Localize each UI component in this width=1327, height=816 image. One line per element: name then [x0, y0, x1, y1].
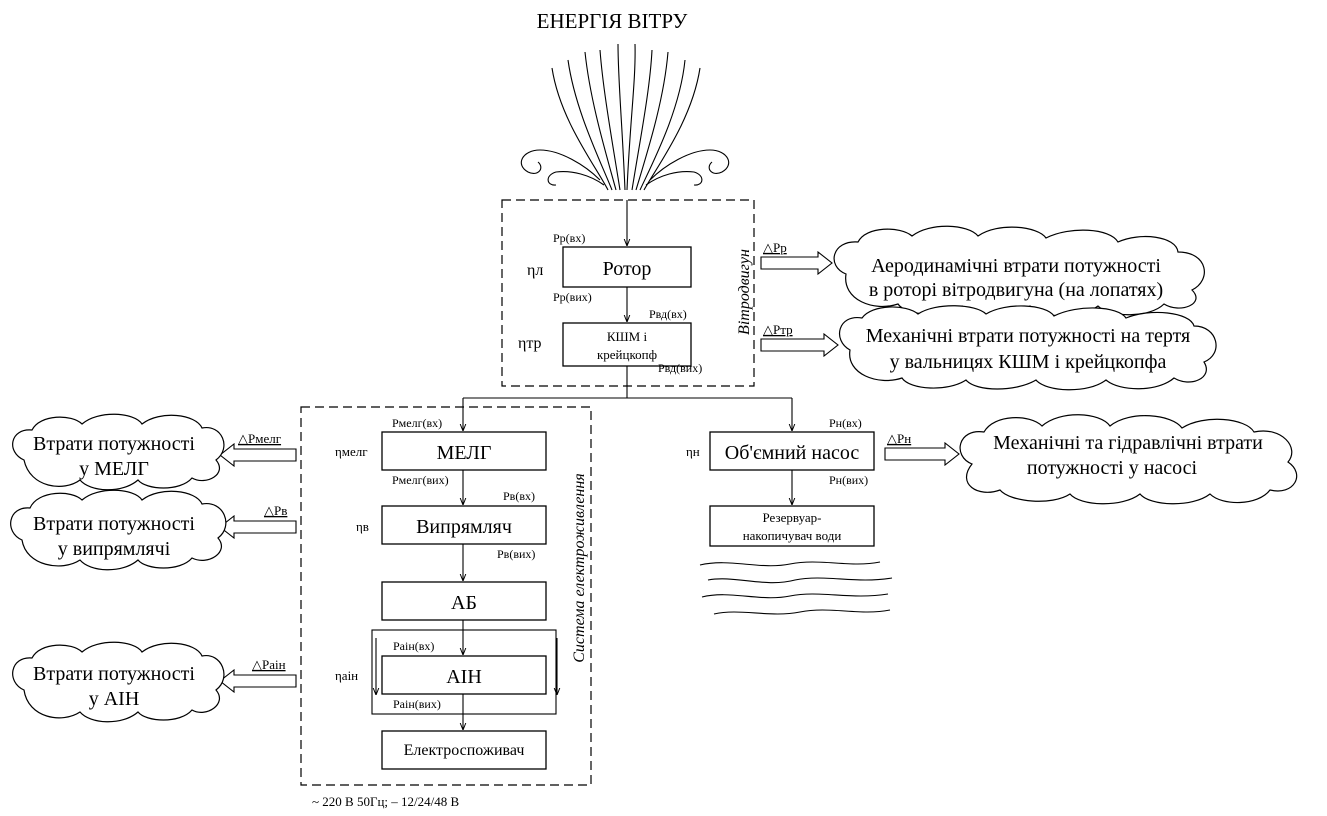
- cloud-inverter-text-line1: Втрати потужності: [33, 663, 195, 685]
- power-label-vd-out: Pвд(вих): [658, 361, 702, 375]
- efficiency-pump: ηн: [686, 444, 700, 459]
- cloud-inverter-losses: [12, 641, 225, 723]
- melg-block: [381, 431, 547, 471]
- cloud-pump-text-line1: Механічні та гідравлічні втрати: [993, 432, 1263, 454]
- efficiency-inverter: ηаін: [335, 668, 358, 683]
- power-system-group: [300, 406, 592, 786]
- power-label-pump-out: Pн(вих): [829, 473, 868, 487]
- cloud-melg-text-line2: у МЕЛГ: [79, 458, 149, 480]
- pump-block-label: Об'ємний насос: [725, 442, 860, 464]
- cloud-inverter-text-line2: у АІН: [89, 688, 140, 710]
- inverter-block: [381, 655, 547, 695]
- power-label-melg-out: Pмелг(вих): [392, 473, 449, 487]
- power-label-ain-out: Pаін(вих): [393, 697, 441, 711]
- melg-block-label: МЕЛГ: [437, 442, 492, 464]
- power-label-rotor-out: Pр(вих): [553, 290, 592, 304]
- loss-label-rectifier: △Pв: [264, 503, 287, 518]
- power-label-pump-in: Pн(вх): [829, 416, 862, 430]
- power-label-vd-in: Pвд(вх): [649, 307, 687, 321]
- loss-label-pump: △Pн: [887, 431, 911, 446]
- kshm-block-label-line1: КШМ і: [607, 329, 648, 344]
- cloud-rotor-text-line2: в роторі вітродвигуна (на лопатях): [869, 279, 1163, 301]
- inverter-block-label: АІН: [446, 666, 482, 688]
- loss-arrow-kshm: [760, 332, 839, 358]
- wind-engine-group: [501, 199, 755, 387]
- wind-engine-group-label: Вітродвигун: [736, 249, 753, 335]
- rectifier-block-label: Випрямляч: [416, 516, 512, 538]
- cloud-rectifier-text-line2: у випрямлячі: [58, 538, 171, 560]
- cloud-kshm-text-line2: у вальницях КШМ і крейцкопфа: [890, 351, 1167, 373]
- reservoir-block: [709, 505, 875, 547]
- cloud-rotor-text-line1: Аеродинамічні втрати потужності: [871, 255, 1161, 277]
- efficiency-kshm: ηтр: [518, 335, 542, 352]
- cloud-rectifier-losses: [10, 489, 227, 571]
- loss-arrow-melg: [219, 442, 297, 468]
- reservoir-block-label-line1: Резервуар-: [762, 510, 821, 525]
- kshm-block-label-line2: крейцкопф: [597, 347, 657, 362]
- battery-block: [381, 581, 547, 621]
- loss-label-kshm: △Pтр: [763, 322, 793, 337]
- loss-label-melg: △Pмелг: [238, 431, 281, 446]
- rotor-block: [562, 246, 692, 288]
- kshm-block: [562, 322, 692, 367]
- wind-streamlines-icon: [520, 43, 730, 191]
- power-label-ain-in: Pаін(вх): [393, 639, 434, 653]
- cloud-pump-text-line2: потужності у насосі: [1027, 457, 1198, 479]
- power-label-melg-in: Pмелг(вх): [392, 416, 442, 430]
- efficiency-melg: ηмелг: [335, 444, 368, 459]
- rectifier-block: [381, 505, 547, 545]
- reservoir-block-label-line2: накопичувач води: [743, 528, 842, 543]
- power-system-group-label: Система електроживлення: [571, 473, 588, 662]
- battery-block-label: АБ: [451, 592, 477, 614]
- power-label-rotor-in: Pр(вх): [553, 231, 585, 245]
- power-label-rect-in: Pв(вх): [503, 489, 535, 503]
- water-waves-icon: [699, 561, 893, 615]
- loss-arrow-inverter: [219, 668, 297, 694]
- loss-label-rotor: △Pр: [763, 240, 787, 255]
- inverter-subgroup: [371, 629, 557, 715]
- pump-block: [709, 431, 875, 471]
- cloud-kshm-text-line1: Механічні втрати потужності на тертя: [866, 325, 1191, 347]
- rotor-block-label: Ротор: [603, 258, 652, 280]
- cloud-rectifier-text-line1: Втрати потужності: [33, 513, 195, 535]
- efficiency-rotor: ηл: [527, 262, 543, 279]
- power-label-rect-out: Pв(вих): [497, 547, 535, 561]
- cloud-melg-text-line1: Втрати потужності: [33, 433, 195, 455]
- supply-voltage-note: ~ 220 В 50Гц; – 12/24/48 В: [312, 794, 460, 809]
- diagram-title: ЕНЕРГІЯ ВІТРУ: [537, 9, 688, 33]
- loss-label-inverter: △Pаін: [252, 657, 286, 672]
- loss-arrow-rotor: [760, 250, 833, 276]
- consumer-block: [381, 730, 547, 770]
- loss-arrow-rectifier: [219, 514, 297, 540]
- cloud-melg-losses: [12, 413, 225, 491]
- efficiency-rectifier: ηв: [356, 519, 369, 534]
- consumer-block-label: Електроспоживач: [404, 742, 525, 759]
- loss-arrow-pump: [884, 441, 960, 467]
- cloud-pump-losses: [959, 414, 1298, 505]
- cloud-kshm-losses: [839, 305, 1217, 391]
